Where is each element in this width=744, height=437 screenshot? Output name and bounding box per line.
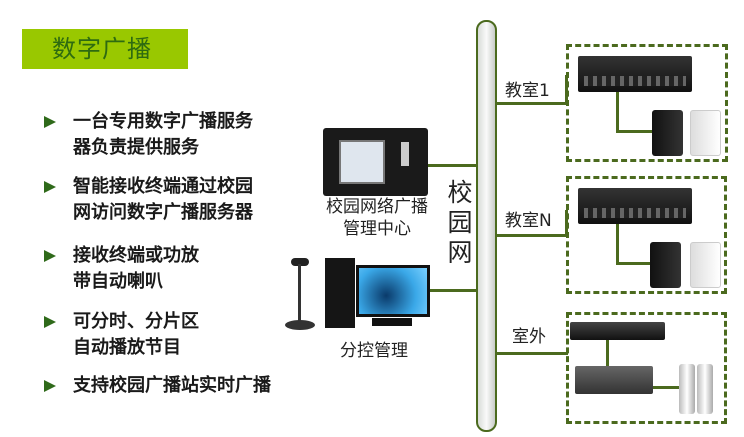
speaker-white-icon [690,242,721,288]
monitor-icon [356,265,430,317]
campus-network-pipe [476,20,497,432]
zoneN-link [496,234,568,237]
arrow-bullet-icon [44,181,56,193]
broadcast-server-icon [323,128,428,196]
pc-label: 分控管理 [340,341,408,361]
server-label: 校园网络广播 管理中心 [326,197,428,239]
bullet-item: 一台专用数字广播服务器负责提供服务 [44,109,253,161]
amp-wire [616,262,650,265]
pc-tower-icon [325,258,355,328]
receiver-terminal-icon [570,322,665,340]
arrow-bullet-icon [44,116,56,128]
bullet-item: 智能接收终端通过校园网访问数字广播服务器 [44,174,253,226]
bullet-item: 支持校园广播站实时广播 [44,373,271,399]
amplifier-icon [578,56,692,92]
bullet-item: 可分时、分片区自动播放节目 [44,309,199,361]
monitor-stand [372,318,412,326]
zone-label-classroom-n: 教室N [505,211,552,231]
arrow-bullet-icon [44,316,56,328]
amp-wire [616,130,652,133]
arrow-bullet-icon [44,250,56,262]
outdoor-link [496,352,568,355]
speaker-black-icon [652,110,683,156]
amp-wire [616,92,619,132]
column-speaker-icon [697,364,713,414]
zone-box-classroom-n [566,176,727,294]
arrow-bullet-icon [44,380,56,392]
slide-title: 数字广播 [22,29,188,69]
zone1-link [496,102,568,105]
power-amplifier-icon [575,366,653,394]
zone-box-outdoor [566,312,727,424]
terminal-wire [606,340,609,368]
bullet-item: 接收终端或功放带自动喇叭 [44,243,199,295]
pc-link [430,289,478,292]
amp-wire [653,386,679,389]
speaker-black-icon [650,242,681,288]
speaker-white-icon [690,110,721,156]
zone-box-classroom-1 [566,44,728,162]
zone-label-outdoor: 室外 [512,327,546,347]
server-link [428,164,478,167]
amp-wire [616,224,619,264]
network-label: 校 园 网 [447,178,473,267]
zone-label-classroom-1: 教室1 [505,81,550,101]
amplifier-icon [578,188,692,224]
microphone-icon [285,258,315,332]
column-speaker-icon [679,364,695,414]
